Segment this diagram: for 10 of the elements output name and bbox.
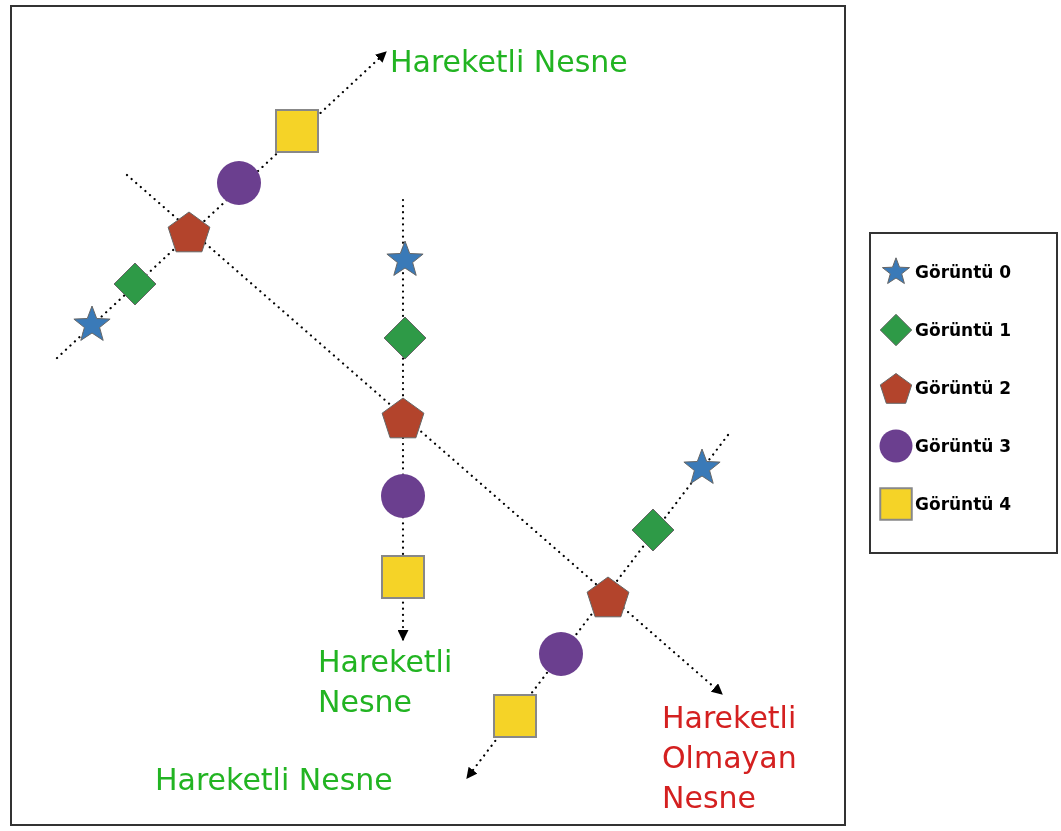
- legend-label: Görüntü 0: [915, 262, 1012, 282]
- legend-label: Görüntü 3: [915, 436, 1012, 456]
- legend-label: Görüntü 4: [915, 494, 1012, 514]
- legend-label: Görüntü 1: [915, 320, 1012, 340]
- object-label: Hareketli Nesne: [318, 643, 454, 721]
- object-label: Hareketli Nesne: [390, 43, 628, 81]
- trajectory-arrow: [125, 173, 724, 696]
- object-label: Hareketli Olmayan Nesne: [662, 699, 798, 817]
- legend-label: Görüntü 2: [915, 378, 1012, 398]
- object-label: Hareketli Nesne: [155, 761, 393, 799]
